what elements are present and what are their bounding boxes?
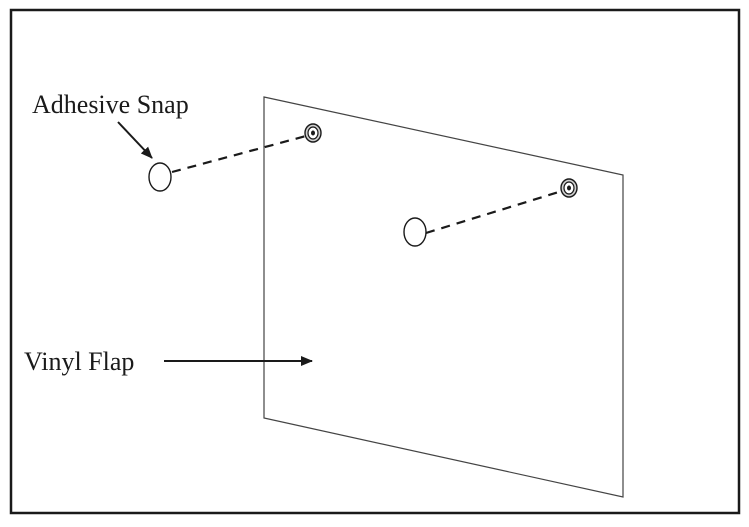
alignment-dashed-line-left	[171, 134, 307, 174]
outer-border	[9, 8, 741, 515]
adhesive-snap-label: Adhesive Snap	[32, 90, 189, 119]
adhesive-snap-right	[403, 217, 427, 247]
vinyl-flap-label: Vinyl Flap	[24, 347, 134, 376]
snap-stud-left	[304, 123, 322, 143]
adhesive-snap-left	[148, 162, 172, 192]
snap-stud-right	[560, 178, 578, 198]
alignment-dashed-line-right	[425, 189, 563, 235]
adhesive-snap-arrow	[117, 121, 153, 159]
vinyl-flap-panel	[263, 96, 624, 498]
